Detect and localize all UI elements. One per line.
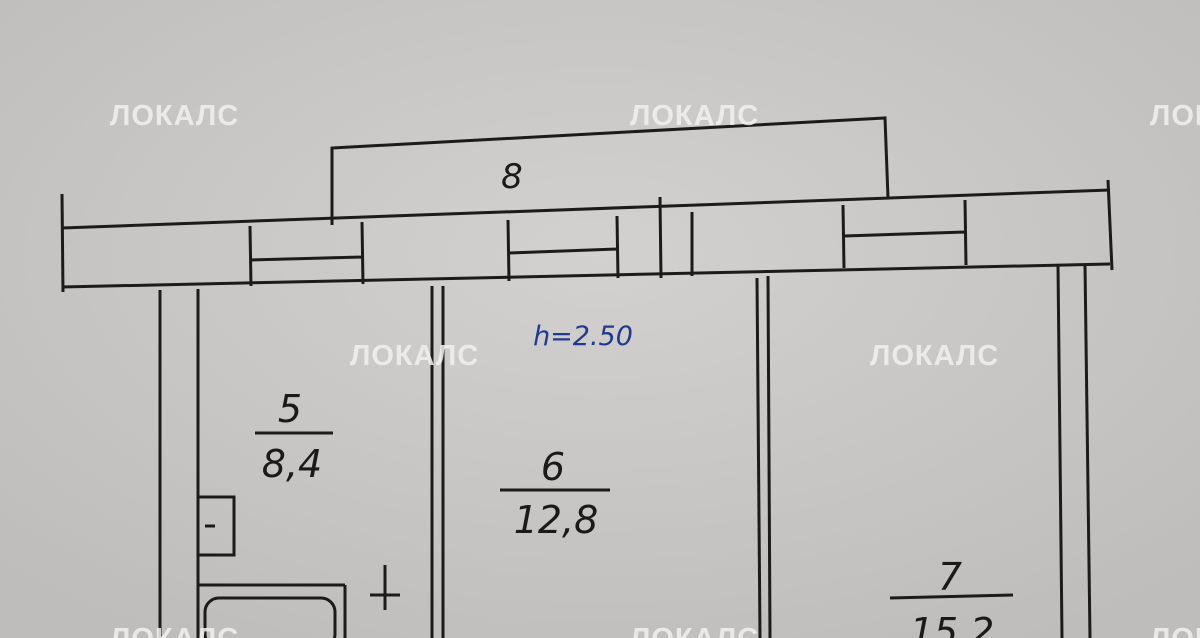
watermark: ЛОКАЛС [1150, 623, 1200, 638]
watermark: ЛОКАЛС [350, 340, 479, 372]
watermark: ЛОКАЛС [630, 100, 759, 132]
room-8-number: 8 [501, 157, 523, 197]
bathtub-icon [203, 596, 337, 638]
fixtures [196, 495, 400, 638]
interior-walls [158, 264, 1092, 638]
watermark: ЛОКАЛС [870, 340, 999, 372]
window-1 [248, 221, 365, 287]
room-7-area: 15,2 [910, 610, 995, 638]
watermarks: ЛОКАЛС ЛОКАЛС ЛОКАЛС ЛОКАЛС ЛОКАЛС ЛОКАЛ… [110, 100, 1200, 638]
room-7-number: 7 [938, 555, 962, 599]
room-6-area: 12,8 [514, 498, 599, 542]
outer-wall [60, 179, 1114, 293]
door-tick [658, 196, 694, 279]
room-5-area: 8,4 [262, 442, 322, 486]
ceiling-height: h=2.50 [533, 321, 633, 352]
watermark: ЛОКАЛС [110, 100, 239, 132]
sink-icon [196, 495, 236, 557]
window-2 [506, 215, 620, 282]
watermark: ЛОКАЛС [1150, 100, 1200, 132]
room-5-number: 5 [278, 387, 302, 431]
room-6-number: 6 [541, 445, 565, 489]
balcony-8 [330, 116, 890, 225]
watermark: ЛОКАЛС [630, 623, 759, 638]
window-3 [841, 199, 968, 269]
watermark: ЛОКАЛС [110, 623, 239, 638]
